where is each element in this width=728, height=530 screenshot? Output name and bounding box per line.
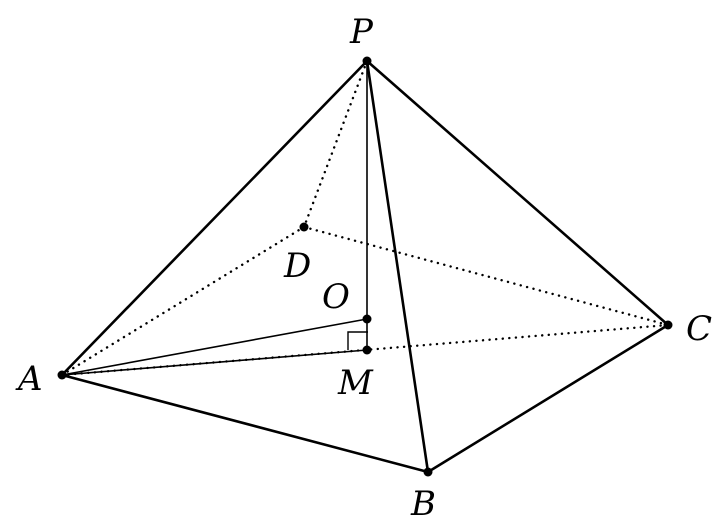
vertex-O (362, 314, 372, 324)
label-C: C (686, 309, 712, 349)
label-P: P (349, 12, 374, 52)
label-B: B (410, 484, 436, 524)
label-O: O (322, 277, 350, 317)
edge-PC (365, 59, 670, 327)
edges-layer (60, 59, 670, 474)
vertex-A (57, 370, 67, 380)
label-A: A (15, 359, 43, 399)
edge-BC (426, 323, 670, 474)
right-angle-marker (347, 331, 368, 350)
vertex-P (362, 56, 372, 66)
label-D: D (283, 246, 311, 286)
vertices-layer (57, 56, 673, 477)
edge-AM (61, 349, 368, 376)
edge-AD (60, 225, 306, 377)
label-M: M (337, 363, 374, 403)
edge-PD (302, 59, 369, 229)
edge-AO (61, 318, 368, 376)
vertex-B (423, 467, 433, 477)
edge-AB (60, 373, 430, 474)
vertex-D (299, 222, 309, 232)
edge-PB (365, 59, 430, 474)
vertex-C (663, 320, 673, 330)
vertex-M (362, 345, 372, 355)
labels-layer: P A B C D O M (15, 12, 712, 524)
marks-layer (347, 331, 368, 350)
edge-PA (60, 59, 369, 377)
